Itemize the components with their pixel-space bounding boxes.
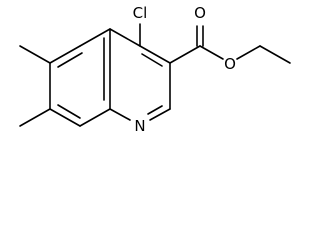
bond-c2-n1-double [147, 105, 163, 115]
chlorine-atom-label: Cl [133, 4, 148, 22]
bond-c2-n1 [149, 108, 171, 121]
bond-c8-c7 [49, 108, 81, 127]
bond-ester-o-ch2 [236, 45, 261, 60]
bond-c7-c8-double [57, 104, 81, 119]
bond-c3-c4-double [141, 53, 163, 67]
bond-c8a-c8 [79, 108, 111, 127]
bond-skeleton [19, 23, 291, 127]
bond-c3-carbonyl [169, 45, 201, 64]
bond-c6-methyl [19, 45, 51, 64]
nitrogen-atom-label: N [134, 117, 145, 135]
bond-c4a-c4 [109, 28, 141, 47]
bond-c5-c6-double [57, 52, 83, 68]
bond-ch2-ch3 [259, 45, 291, 64]
ester-oxygen-label: O [224, 55, 236, 73]
bond-c5-c4a [79, 28, 111, 47]
carbonyl-oxygen-label: O [194, 4, 206, 22]
bond-n1-c8a [109, 108, 131, 121]
chemical-structure: Cl N O O [19, 4, 291, 135]
bond-c4-c3 [139, 45, 171, 64]
bond-c7-methyl [19, 108, 51, 127]
bond-carbonyl-ester-o [199, 45, 224, 60]
bond-c6-c5 [49, 45, 81, 64]
